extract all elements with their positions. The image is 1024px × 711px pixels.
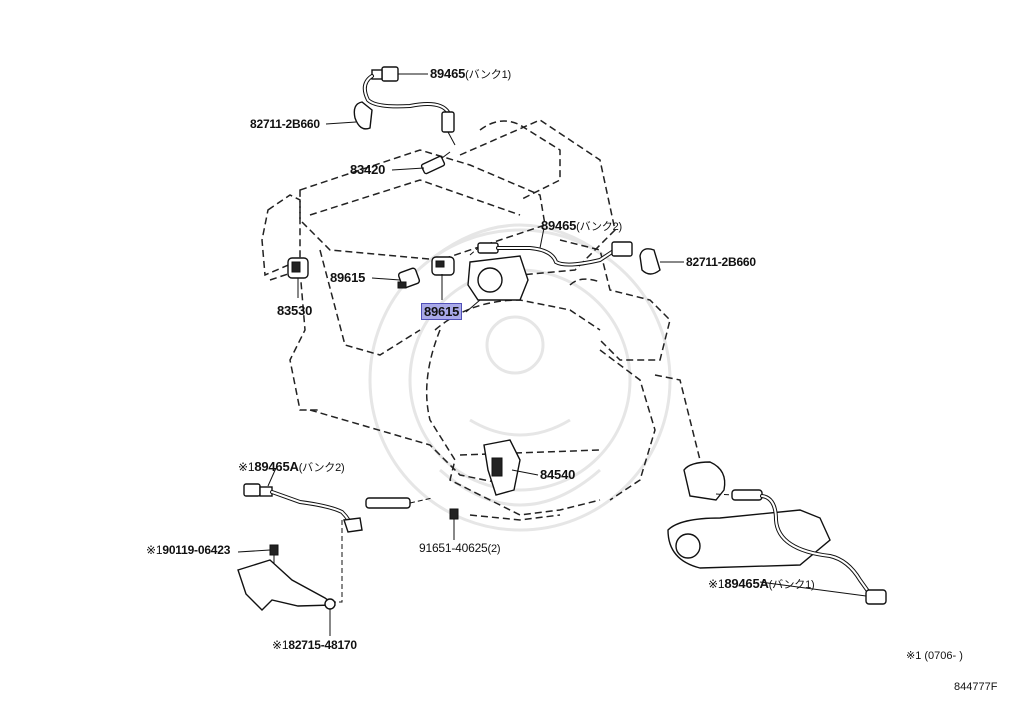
- callout-o2-sensor-bank2-lower[interactable]: ※189465A(バンク2): [238, 459, 345, 474]
- callout-o2-sensor-bank2-top[interactable]: 89465(バンク2): [541, 218, 622, 233]
- o2-sensor-bank2-lower: [243, 483, 433, 603]
- spark-plug-drawing: [420, 151, 451, 175]
- clamp-right-drawing: [639, 248, 661, 275]
- clamp-left-drawing: [353, 101, 373, 130]
- o2-sensor-bank1-top: [362, 66, 456, 146]
- leader-lines: [237, 73, 867, 597]
- callout-clamp-left[interactable]: 82711-2B660: [250, 117, 320, 131]
- callout-bolt-91651[interactable]: 91651-40625(2): [419, 541, 501, 555]
- bolt-91651-drawing: [449, 508, 459, 540]
- callout-clamp-right[interactable]: 82711-2B660: [686, 255, 756, 269]
- callout-o2-sensor-bank1-lower[interactable]: ※189465A(バンク1): [708, 576, 815, 591]
- callout-bolt-90119[interactable]: ※190119-06423: [146, 543, 231, 557]
- callout-sensor-89615-left[interactable]: 89615: [330, 270, 366, 285]
- callout-switch-84540[interactable]: 84540: [540, 467, 576, 482]
- callout-switch-83530[interactable]: 83530: [277, 303, 313, 318]
- water-outlet-drawing: [467, 255, 529, 301]
- o2-sensor-bank2-top: [469, 241, 633, 267]
- sensor-89615-left-drawing: [397, 267, 421, 289]
- callout-o2-sensor-bank1-top[interactable]: 89465(バンク1): [430, 66, 511, 81]
- callout-bracket-82715[interactable]: ※182715-48170: [272, 638, 357, 652]
- o2-sensor-bank1-lower: [715, 489, 887, 605]
- callout-spark-plug[interactable]: 83420: [350, 162, 386, 177]
- callout-sensor-89615-selected[interactable]: 89615: [420, 303, 463, 320]
- bracket-82715-drawing: [237, 559, 336, 636]
- switch-84540-drawing: [483, 439, 539, 496]
- sensor-89615-selected-drawing: [431, 256, 455, 276]
- diagram-id: 844777F: [954, 681, 998, 693]
- switch-83530-drawing: [287, 257, 309, 298]
- exhaust-pipe-drawing: [667, 461, 831, 569]
- applicability-footnote: ※1 (0706- ): [906, 650, 963, 662]
